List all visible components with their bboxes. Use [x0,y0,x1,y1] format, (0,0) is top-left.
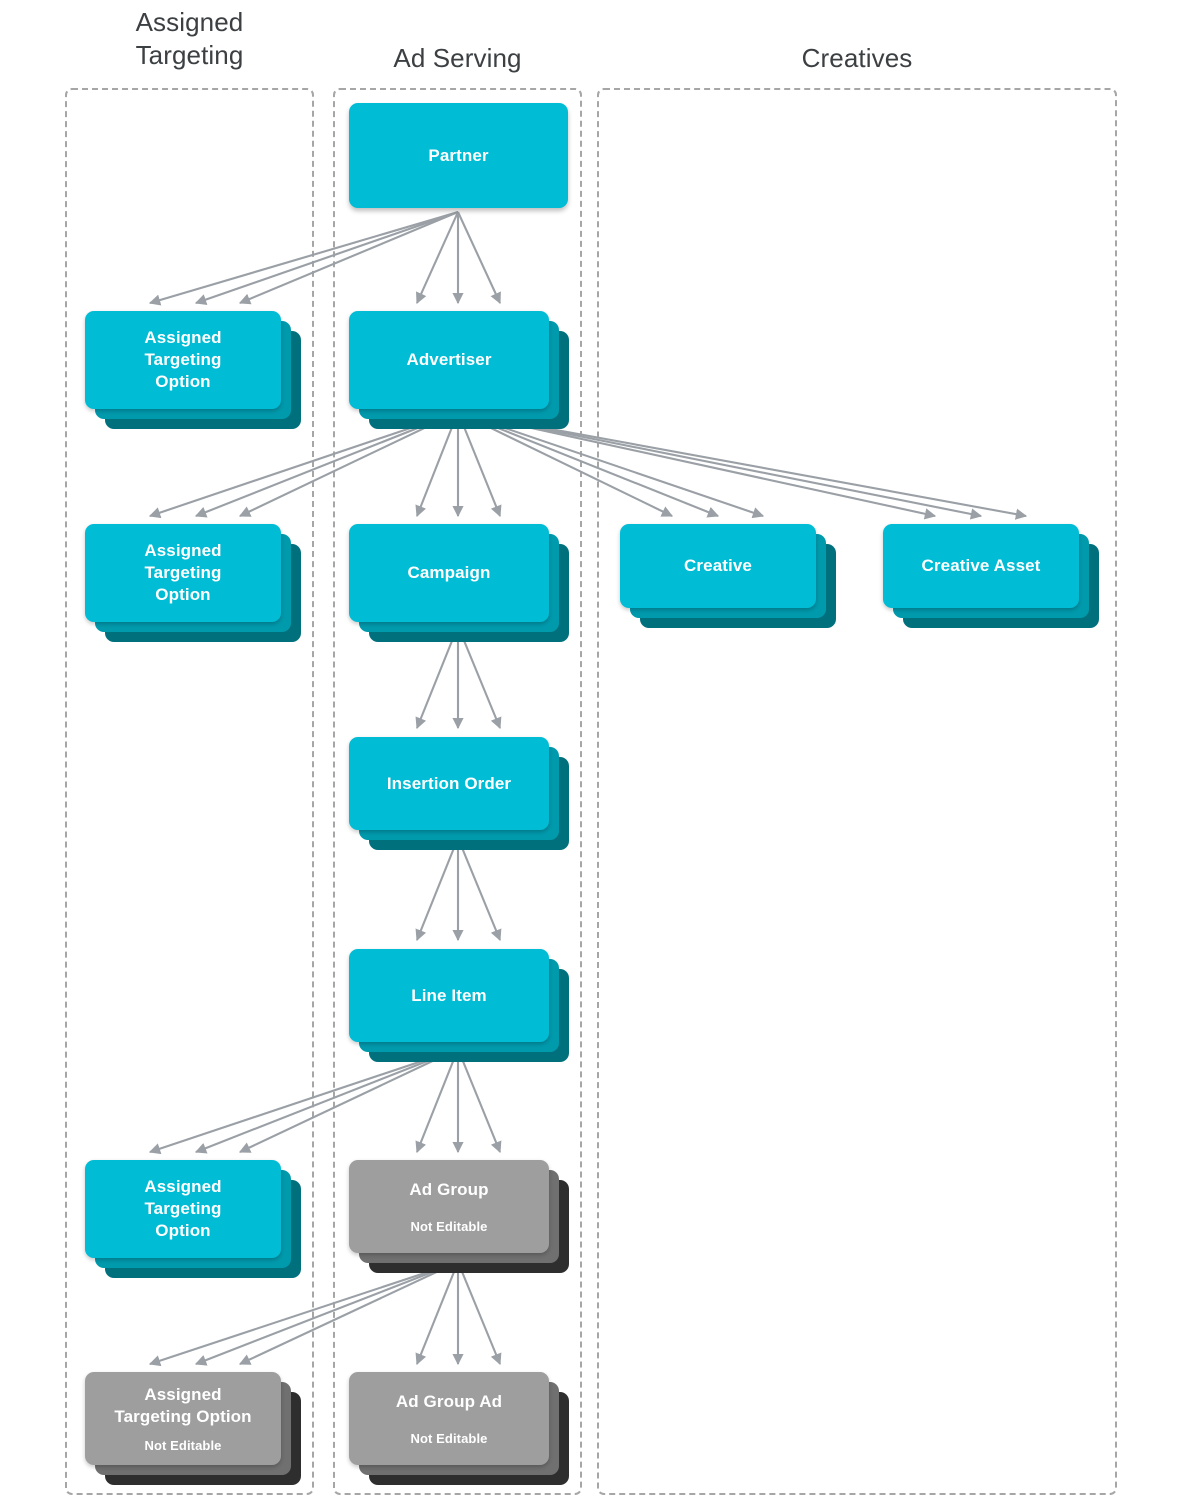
node-face: Assigned Targeting Option [85,524,281,622]
node-assigned-targeting-option-advertiser[interactable]: Assigned Targeting Option [85,524,301,642]
column-title-line-1: Assigned [135,7,244,37]
node-face: Advertiser [349,311,549,409]
node-assigned-targeting-option-ad-group[interactable]: Assigned Targeting Option Not Editable [85,1372,301,1485]
node-label: Advertiser [406,350,492,369]
node-label-line-1: Assigned [144,541,222,560]
node-assigned-targeting-option-partner[interactable]: Assigned Targeting Option [85,311,301,429]
node-label-line-3: Option [155,1221,211,1240]
column-title-text: Creatives [801,43,913,73]
node-not-editable-badge: Not Editable [410,1218,488,1234]
node-face: Campaign [349,524,549,622]
node-label-line-3: Option [155,585,211,604]
node-label: Creative [684,556,752,575]
node-line-item[interactable]: Line Item [349,949,569,1062]
node-face: Ad Group Ad Not Editable [349,1372,549,1465]
node-label-line-2: Targeting [144,563,222,582]
node-label-line-2: Targeting Option [114,1406,252,1426]
column-title-ad-serving: Ad Serving [333,42,582,75]
node-insertion-order[interactable]: Insertion Order [349,737,569,850]
node-label-line-2: Targeting [144,1199,222,1218]
node-creative[interactable]: Creative [620,524,836,628]
node-partner[interactable]: Partner [349,103,568,208]
node-assigned-targeting-option-line-item[interactable]: Assigned Targeting Option [85,1160,301,1278]
column-title-text: Ad Serving [393,43,522,73]
node-label-line-2: Targeting [144,350,222,369]
column-title-line-2: Targeting [135,40,244,70]
node-label: Ad Group [409,1179,489,1199]
node-label: Assigned Targeting Option [138,327,227,393]
node-label: Partner [428,145,489,165]
node-advertiser[interactable]: Advertiser [349,311,569,429]
node-face: Assigned Targeting Option [85,311,281,409]
node-label: Assigned Targeting Option [138,1176,227,1242]
node-ad-group[interactable]: Ad Group Not Editable [349,1160,569,1273]
column-region-creatives [597,88,1117,1495]
column-region-ad-serving [333,88,582,1495]
node-campaign[interactable]: Campaign [349,524,569,642]
node-creative-asset[interactable]: Creative Asset [883,524,1099,628]
node-label: Assigned Targeting Option [138,540,227,606]
node-face: Assigned Targeting Option [85,1160,281,1258]
node-face: Creative Asset [883,524,1079,608]
column-region-assigned-targeting [65,88,314,1495]
node-label: Line Item [411,985,487,1005]
column-title-creatives: Creatives [597,42,1117,75]
node-label: Campaign [407,563,491,582]
node-label: Creative Asset [921,556,1041,575]
node-face: Line Item [349,949,549,1042]
node-label-line-1: Assigned [144,328,222,347]
node-label: Assigned Targeting Option [108,1384,257,1428]
node-face: Creative [620,524,816,608]
node-ad-group-ad[interactable]: Ad Group Ad Not Editable [349,1372,569,1485]
column-title-assigned-targeting: Assigned Targeting [65,6,314,72]
node-face: Ad Group Not Editable [349,1160,549,1253]
node-face: Insertion Order [349,737,549,830]
node-face: Partner [349,103,568,208]
node-label: Insertion Order [386,773,512,793]
node-not-editable-badge: Not Editable [410,1430,488,1446]
node-label-line-1: Assigned [144,1384,222,1404]
node-not-editable-badge: Not Editable [144,1437,222,1453]
node-label-line-1: Assigned [144,1177,222,1196]
node-face: Assigned Targeting Option Not Editable [85,1372,281,1465]
node-label: Ad Group Ad [395,1391,503,1411]
node-label-line-3: Option [155,372,211,391]
